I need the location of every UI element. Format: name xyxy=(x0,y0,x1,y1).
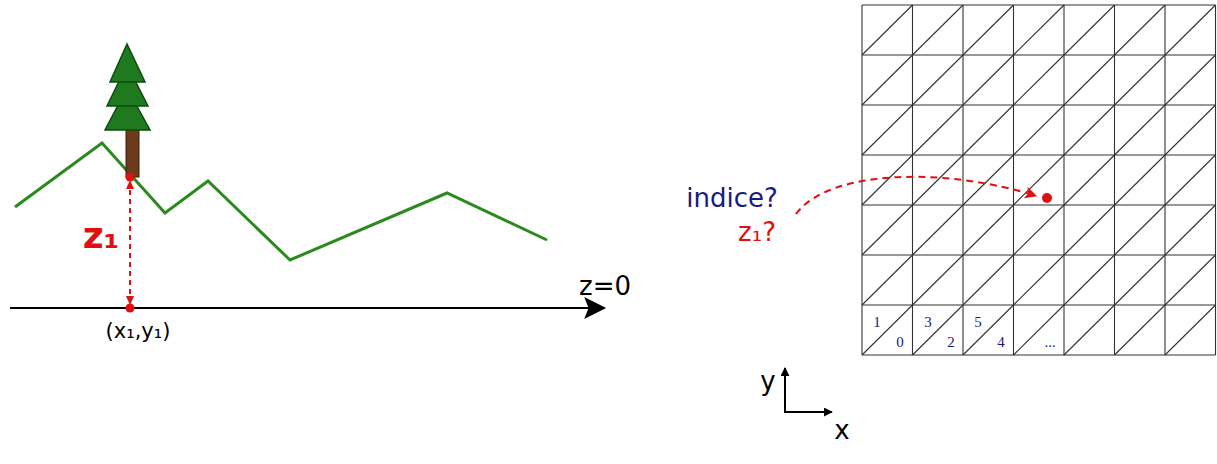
mesh-edge xyxy=(862,254,1216,255)
mesh-edge xyxy=(862,204,1216,205)
mesh-edge xyxy=(862,354,1216,355)
mesh-edge xyxy=(912,5,913,355)
triangle-index: 3 xyxy=(924,315,932,330)
mesh-edge xyxy=(1115,205,1166,255)
tree-foliage xyxy=(110,44,145,82)
mesh-edge xyxy=(963,55,1014,105)
terrain-line xyxy=(15,143,547,260)
mesh-edge xyxy=(1115,155,1166,205)
ground-axis xyxy=(10,307,604,309)
coordinate-label: (x₁,y₁) xyxy=(106,321,171,342)
triangle-mesh xyxy=(862,5,1216,355)
triangle-index: 0 xyxy=(896,335,904,350)
mesh-edge xyxy=(1014,255,1065,305)
query-arrow xyxy=(796,177,1036,214)
mesh-edge xyxy=(913,5,964,55)
mesh-edge xyxy=(913,255,964,305)
mesh-edge xyxy=(1064,105,1115,155)
mesh-edge xyxy=(862,304,1216,305)
mesh-edge xyxy=(1115,55,1166,105)
mesh-edge xyxy=(862,4,1216,5)
mesh-edge xyxy=(862,105,913,155)
mesh-edge xyxy=(862,104,1216,105)
mesh-edge xyxy=(1164,5,1165,355)
mesh-edge xyxy=(862,155,913,205)
mesh-edge xyxy=(1115,255,1166,305)
mesh-edge xyxy=(1063,5,1064,355)
mesh-edge xyxy=(1014,105,1065,155)
mesh-edge xyxy=(1064,155,1115,205)
mesh-edge xyxy=(1165,205,1216,255)
mesh-edge xyxy=(862,205,913,255)
mesh-edge xyxy=(861,5,862,355)
mesh-edge xyxy=(1014,305,1065,355)
mesh-edge xyxy=(963,255,1014,305)
mesh-edge xyxy=(963,5,1014,55)
mesh-edge xyxy=(913,305,964,355)
mesh-edge xyxy=(862,54,1216,55)
mesh-edge xyxy=(1013,5,1014,355)
height-label: z₁ xyxy=(83,218,120,254)
mesh-edge xyxy=(1014,205,1065,255)
mesh-edge xyxy=(1064,305,1115,355)
height-line xyxy=(129,182,131,303)
triangle-index: 2 xyxy=(947,335,955,350)
terrain-point xyxy=(126,173,135,182)
axis-label: z=0 xyxy=(579,273,631,299)
query-point xyxy=(1042,193,1052,203)
mesh-edge xyxy=(1064,205,1115,255)
ground-point xyxy=(126,304,135,313)
triangle-index: ... xyxy=(1044,335,1055,350)
mesh-edge xyxy=(1165,155,1216,205)
mesh-edge xyxy=(1064,55,1115,105)
tree xyxy=(105,44,150,177)
mesh-edge xyxy=(1114,5,1115,355)
mesh-edge xyxy=(1115,5,1166,55)
axis-label: y xyxy=(760,368,775,394)
mesh-edge xyxy=(1014,55,1065,105)
mesh-edge xyxy=(913,205,964,255)
axis-label: x xyxy=(834,417,849,443)
question-label: indice? xyxy=(686,185,778,211)
triangle-index: 4 xyxy=(997,335,1005,350)
mesh-edge xyxy=(1064,255,1115,305)
mesh-edge xyxy=(1014,5,1065,55)
mesh-edge xyxy=(862,154,1216,155)
mesh-edge xyxy=(1215,5,1216,355)
mesh-edge xyxy=(862,305,913,355)
mesh-edge xyxy=(1115,105,1166,155)
triangle-index: 1 xyxy=(873,315,881,330)
mesh-edge xyxy=(913,105,964,155)
y-axis xyxy=(784,368,786,412)
mesh-edge xyxy=(862,5,913,55)
mesh-edge xyxy=(913,55,964,105)
mesh-edge xyxy=(963,205,1014,255)
x-axis xyxy=(784,411,832,413)
mesh-edge xyxy=(1165,305,1216,355)
triangle-index: 5 xyxy=(974,315,982,330)
mesh-edge xyxy=(962,5,963,355)
mesh-edge xyxy=(963,155,1014,205)
mesh-edge xyxy=(1165,255,1216,305)
mesh-edge xyxy=(1165,5,1216,55)
mesh-edge xyxy=(1165,55,1216,105)
mesh-edge xyxy=(963,305,1014,355)
mesh-edge xyxy=(1165,105,1216,155)
mesh-edge xyxy=(1014,155,1065,205)
mesh-edge xyxy=(862,255,913,305)
mesh-edge xyxy=(963,105,1014,155)
mesh-edge xyxy=(862,55,913,105)
question-label: z₁? xyxy=(738,219,776,245)
mesh-edge xyxy=(1064,5,1115,55)
mesh-edge xyxy=(1115,305,1166,355)
